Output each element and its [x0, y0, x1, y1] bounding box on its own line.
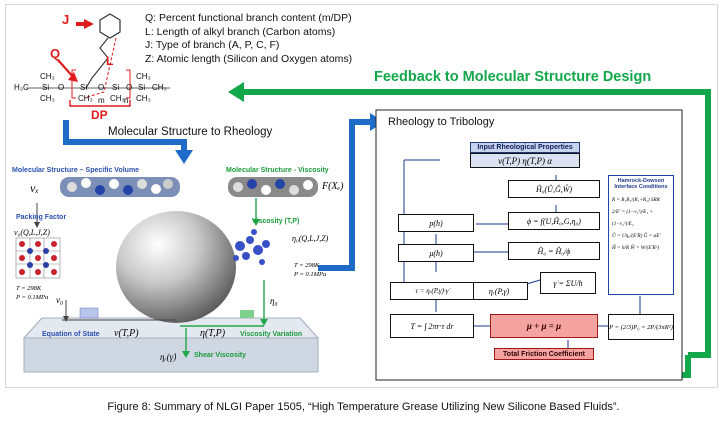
total-friction-box: Total Friction Coefficient: [494, 348, 594, 360]
feedback-title: Feedback to Molecular Structure Design: [374, 69, 652, 85]
box-gamma: γ̇ = ΣU/h: [540, 272, 596, 294]
q-arrow-icon: [57, 59, 75, 79]
packing-label: Packing Factor: [16, 214, 67, 221]
ch3-bot-1: CH₃: [40, 94, 55, 103]
n-label: n: [124, 96, 129, 105]
v0-sample-icon: [79, 307, 99, 319]
box-etar: ηᵣ(P,γ̇): [470, 282, 528, 300]
sphere-icon: [116, 211, 236, 323]
visc-var-label: Viscosity Variation: [240, 331, 303, 338]
eta0-eq: η₀(Q,L,J,Z): [292, 234, 329, 243]
h3c-label: H₃C: [14, 83, 29, 92]
rheo-trib-arrow: [318, 119, 372, 271]
o-2: O: [98, 83, 105, 92]
eta0-label: η₀: [270, 296, 278, 306]
dp-label: DP: [91, 108, 108, 122]
legend-j: J: Type of branch (A, P, C, F): [145, 39, 280, 51]
si-1: Si: [42, 83, 50, 92]
q-label: Q: [50, 46, 61, 61]
j-label: J: [62, 12, 70, 27]
mol-rheo-arrow: [63, 120, 187, 152]
spec-vol-title: Molecular Structure – Specific Volume: [12, 167, 140, 174]
hd-equations: R = R₁R₂/(R₁+R₂) SRR 2/E′ = (1−v₁²)/E₁ +…: [612, 197, 661, 251]
box-mu-sum: μ + μ = μ: [490, 314, 598, 338]
hd-box: Hamrock-Dowson Interface Conditions R = …: [608, 175, 674, 295]
l-bracket-icon: [83, 37, 117, 99]
ch3-top-1: CH₃: [40, 72, 55, 81]
visc-title: Molecular Structure - Viscosity: [226, 167, 329, 174]
alkyl-chain-icon: [85, 37, 109, 89]
box-ph: p(h): [398, 214, 474, 232]
box-pressure: P = (2/3)P₀ = 2P/(3πR²): [608, 314, 674, 340]
box-muh: μ(h): [398, 244, 474, 262]
p-left: P = 0.1MPa: [16, 294, 49, 301]
v0-label: v₀: [56, 295, 64, 305]
box-phi: ϕ = f(U,Ĥ₀,G,η₀): [508, 212, 600, 230]
t-left: T = 298K: [16, 285, 42, 292]
etar-label: ηᵣ(γ̇): [160, 352, 177, 362]
visc-tp-label: Viscosity (T,P): [252, 218, 300, 225]
m-label: m: [98, 96, 105, 105]
ch3-bot-4: CH₃: [136, 94, 151, 103]
eta0-sample-icon: [240, 310, 254, 318]
input-props-header: Input Rheological Properties: [470, 142, 580, 153]
viscosity-cluster-icon: [233, 229, 270, 265]
box-tau: τ = ηᵣ(P,γ̇)·γ̇: [390, 282, 474, 300]
eos-label: Equation of State: [42, 331, 100, 338]
vw-label: vₓ: [30, 181, 39, 195]
p-right: P = 0.1MPa: [294, 271, 327, 278]
legend-q: Q: Percent functional branch content (m/…: [145, 12, 352, 24]
fx-label: F(Xₑ): [322, 181, 344, 192]
box-h0: Ĥ₀(Û,Ĝ,Ŵ): [508, 180, 600, 198]
o-1: O: [58, 83, 65, 92]
v0-eq: v₀(Q,L,J,Z): [14, 228, 50, 237]
t-right: T = 298K: [294, 262, 320, 269]
ch3-top-2: CH₃: [136, 72, 151, 81]
l-label: L: [106, 54, 114, 68]
mol-rheo-arrowhead: [175, 150, 193, 164]
si-3: Si: [112, 83, 120, 92]
rheo-to-trib-title: Rheology to Tribology: [388, 116, 495, 128]
molecule-model-icon-left: [60, 177, 180, 197]
shear-label: Shear Viscosity: [194, 352, 247, 359]
hd-title: Hamrock-Dowson Interface Conditions: [614, 178, 668, 190]
input-props-eq: v(T,P) η(T,P) α: [470, 153, 580, 168]
benzene-ring-icon: [99, 13, 121, 39]
box-h0-phi: Ĥ₀ = Ĥ₀/ϕ: [508, 242, 600, 260]
si-4: Si: [138, 83, 146, 92]
feedback-arrow: [238, 89, 711, 358]
ch3-bot-2: CH₃: [78, 94, 93, 103]
packing-cube-icon: [15, 237, 61, 279]
legend-l: L: Length of alkyl branch (Carbon atoms): [145, 25, 336, 38]
j-arrow-icon: [84, 19, 94, 29]
mol-to-rheo-title: Molecular Structure to Rheology: [108, 126, 273, 138]
molecule-model-icon-right: [228, 177, 318, 197]
legend: Q: Percent functional branch content (m/…: [145, 12, 352, 66]
feedback-arrowhead: [228, 82, 244, 102]
figure-caption: Figure 8: Summary of NLGI Paper 1505, “H…: [107, 401, 620, 413]
figure-frame: [5, 4, 718, 388]
ch3-right: CH₃: [152, 83, 167, 92]
vtp-label: v(T,P): [114, 328, 139, 339]
legend-z: Z: Atomic length (Silicon and Oxygen ato…: [145, 52, 353, 65]
etatp-label: η(T,P): [200, 328, 226, 339]
si-2: Si: [80, 83, 88, 92]
dp-bracket-icon: [69, 100, 131, 107]
box-torque: T = ∫ 2πr·τ dr: [390, 314, 474, 338]
ch3-bot-3: CH₃: [110, 94, 125, 103]
o-3: O: [126, 83, 133, 92]
